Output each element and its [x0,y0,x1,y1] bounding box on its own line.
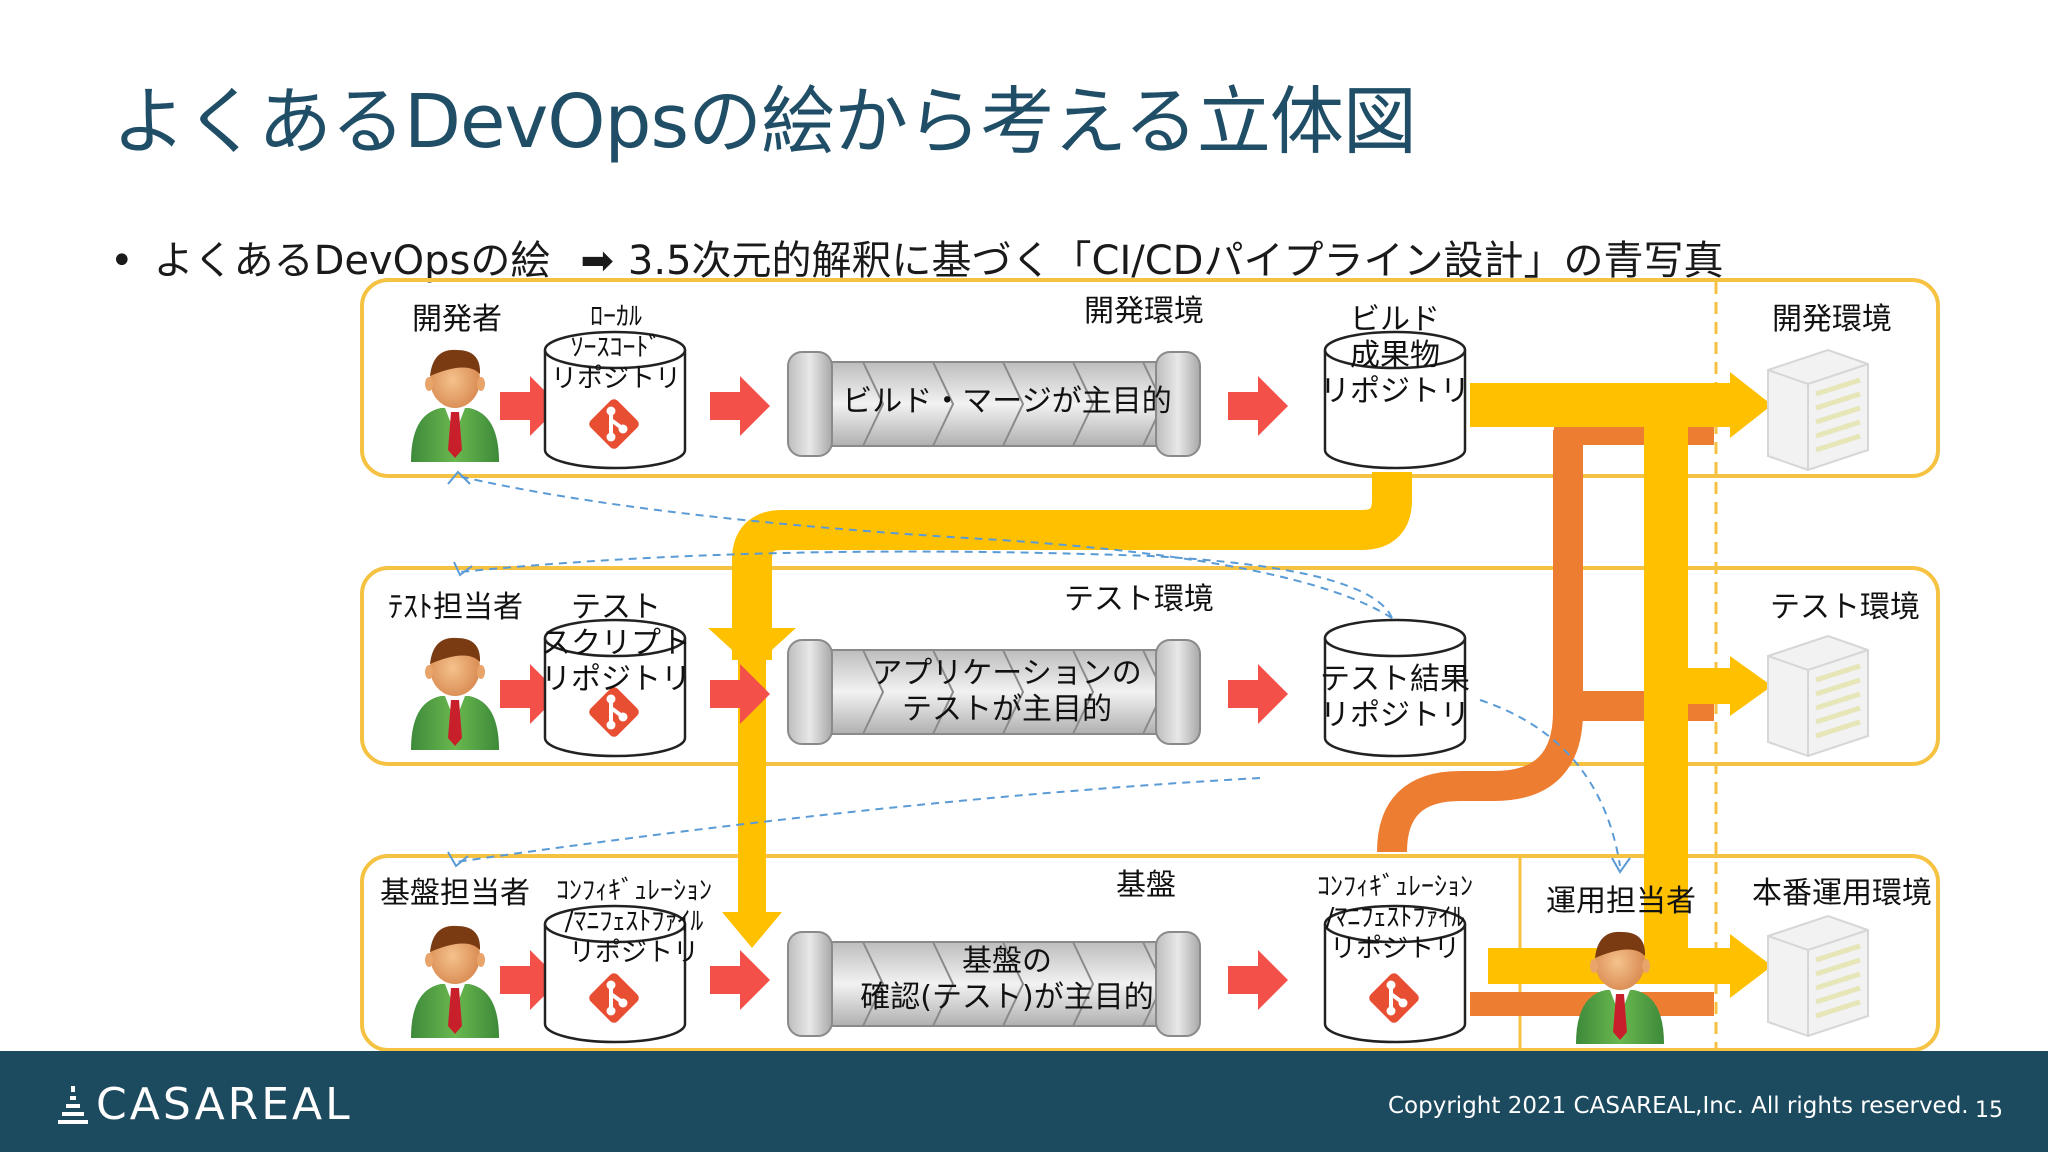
manifest-repo-label-line: /ﾏﾆﾌｪｽﾄﾌｧｲﾙ [1325,903,1465,934]
test-result-repo-label-line: テスト結果 [1320,662,1470,697]
build-merge-label: ビルド・マージが主目的 [842,384,1172,419]
feedback-head-1 [447,470,471,485]
local-repo-label: ﾛｰｶﾙ ｿｰｽｺｰﾄﾞ リポジトリ [548,302,684,396]
feedback-head-2 [453,561,473,577]
lane-infra-title: 基盤 [1116,868,1176,903]
bullet-right-text: 3.5次元的解釈に基づく「CI/CDパイプライン設計」の青写真 [627,238,1724,284]
manifest-repo-label-line: リポジトリ [1329,934,1460,965]
logo-text: CASAREAL [96,1078,353,1130]
lane-dev-title: 開発環境 [1084,294,1204,329]
test-script-repo-label: テスト スクリプト リポジトリ [540,590,692,698]
copyright-text: Copyright 2021 CASAREAL,Inc. All rights … [1388,1093,1969,1119]
feedback-dashed-3 [1479,699,1621,867]
local-repo-label-line: ﾛｰｶﾙ [589,302,642,332]
test-result-repo-label-line: リポジトリ [1320,698,1470,733]
red-arrow-icon [1228,950,1288,1010]
yellow-flow-to-prod-head [1730,934,1772,998]
manifest-repo-label: ｺﾝﾌｨｷﾞｭﾚｰｼｮﾝ /ﾏﾆﾌｪｽﾄﾌｧｲﾙ リポジトリ [1300,872,1490,966]
app-test-label-line: アプリケーションの [872,656,1142,691]
app-test-label: アプリケーションの テストが主目的 [822,656,1192,728]
test-env-label: テスト環境 [1770,590,1920,625]
bullet-line: • よくあるDevOpsの絵 ➡ 3.5次元的解釈に基づく「CI/CDパイプライン設計… [110,228,1723,286]
company-logo: CASAREAL [56,1078,353,1130]
red-arrow-icon [1228,376,1288,436]
right-arrow-icon: ➡ [580,238,614,284]
lane-infra-box [360,854,1940,1052]
local-repo-label-line: ｿｰｽｺｰﾄﾞ [570,333,662,364]
build-artifact-repo-label: ビルド 成果物 リポジトリ [1320,302,1470,410]
feedback-dashed-1 [459,550,1393,619]
yellow-flow-to-test-env-head [1730,656,1772,716]
orange-flow-vertical [1377,430,1583,853]
local-repo-label-line: リポジトリ [550,364,681,395]
developer-label: 開発者 [412,302,502,337]
lane-test-title: テスト環境 [1064,582,1214,617]
config-repo-label-line: /ﾏﾆﾌｪｽﾄﾌｧｲﾙ [564,907,704,938]
config-repo-label-line: ｺﾝﾌｨｷﾞｭﾚｰｼｮﾝ [555,876,712,906]
feedback-head-3 [447,851,469,868]
build-artifact-repo-label-line: リポジトリ [1320,374,1470,409]
build-artifact-repo-label-line: 成果物 [1350,338,1440,373]
logo-mark-icon [58,1086,88,1124]
tester-label: ﾃｽﾄ担当者 [388,590,523,625]
tester-person-icon [411,637,499,750]
test-result-repo-label: テスト結果 リポジトリ [1318,662,1472,734]
test-script-repo-label-line: スクリプト [541,626,691,661]
feedback-dashed-4 [455,777,1261,863]
ops-person-label: 運用担当者 [1546,884,1696,919]
lane-test-box [360,566,1940,766]
infra-person-icon [411,925,499,1038]
lane-dev-box [360,278,1940,478]
prod-env-label: 本番運用環境 [1752,876,1932,911]
manifest-repo-label-line: ｺﾝﾌｨｷﾞｭﾚｰｼｮﾝ [1316,872,1473,902]
test-script-repo-label-line: リポジトリ [541,662,691,697]
build-artifact-repo-label-line: ビルド [1350,302,1440,337]
dev-env-label: 開発環境 [1772,302,1892,337]
infra-person-label: 基盤担当者 [380,876,530,911]
test-env-server-icon [1768,636,1868,756]
page-number: 15 [1975,1098,2003,1123]
infra-check-label: 基盤の 確認(テスト)が主目的 [822,944,1192,1016]
red-arrow-icon [1228,664,1288,724]
yellow-flow-to-dev-env-head [1730,372,1772,438]
yellow-flow-head-1 [708,628,796,668]
feedback-head-4 [1611,857,1631,874]
feedback-dashed-2 [457,475,1393,619]
infra-check-label-line: 確認(テスト)が主目的 [860,980,1154,1015]
red-arrow-icon [710,376,770,436]
prod-env-server-icon [1768,916,1868,1036]
config-repo-label: ｺﾝﾌｨｷﾞｭﾚｰｼｮﾝ /ﾏﾆﾌｪｽﾄﾌｧｲﾙ リポジトリ [534,876,734,970]
app-test-label-line: テストが主目的 [902,692,1112,727]
test-script-repo-label-line: テスト [571,590,661,625]
yellow-flow-head-2 [722,912,782,948]
yellow-flow-dev-to-test [732,472,1412,660]
developer-person-icon [411,349,499,462]
config-repo-label-line: リポジトリ [568,938,699,969]
bullet-dot: • [110,238,134,284]
slide-title: よくあるDevOpsの絵から考える立体図 [112,79,1417,165]
footer-bar [0,1051,2048,1152]
bullet-left-text: よくあるDevOpsの絵 [153,238,551,284]
dev-env-server-icon [1768,350,1868,470]
infra-check-label-line: 基盤の [962,944,1052,979]
